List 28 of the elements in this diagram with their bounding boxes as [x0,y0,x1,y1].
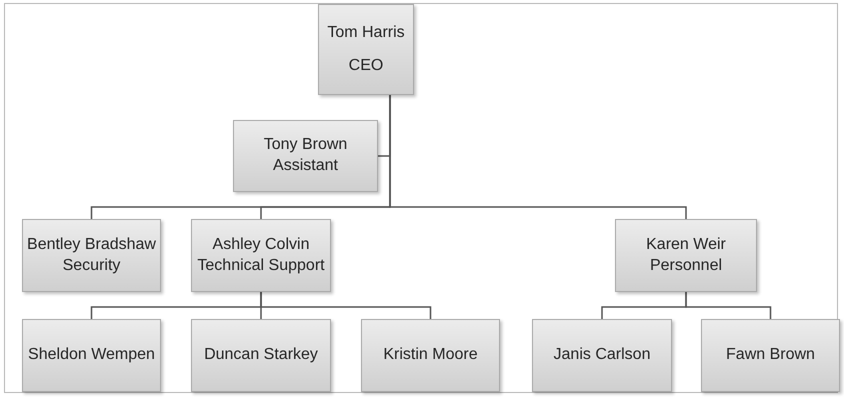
person-name: Karen Weir [646,234,726,255]
person-name: Ashley Colvin [212,234,310,255]
person-name: Tony Brown [264,135,348,156]
org-box [191,319,331,392]
org-box [22,219,161,292]
person-name: Duncan Starkey [204,345,318,366]
person-name: Sheldon Wempen [28,345,155,366]
job-title: Technical Support [197,256,325,276]
job-title: CEO [348,56,384,76]
connector-line [685,292,772,319]
person-name: Bentley Bradshaw [27,234,156,255]
org-box [615,219,757,292]
person-name: Tom Harris [327,22,405,43]
org-box [532,319,672,392]
connector-line [260,292,432,319]
person-name: Fawn Brown [726,345,815,366]
job-title: Security [62,256,120,276]
org-box [22,319,161,392]
job-title: Assistant [273,156,338,176]
connector-line [389,95,687,219]
person-name: Kristin Moore [383,345,478,366]
job-title: Personnel [650,256,722,276]
person-name: Janis Carlson [554,345,650,366]
org-box [191,219,331,292]
org-box [701,319,840,392]
org-box [361,319,500,392]
org-box [318,4,414,95]
org-box [233,120,378,192]
